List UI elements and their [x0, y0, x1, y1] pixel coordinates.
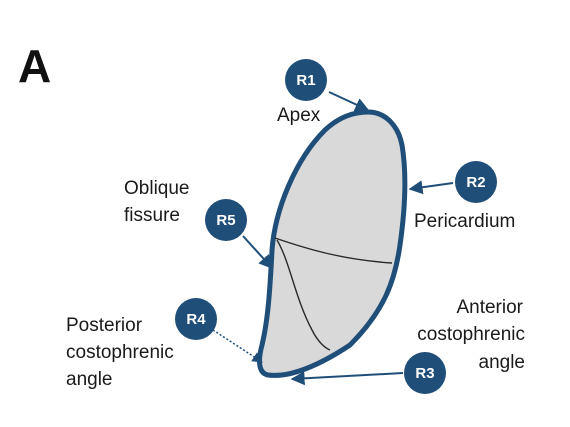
r3-badge-text: R3 — [415, 365, 434, 382]
r3-connector-arrow — [290, 371, 404, 386]
anterior-label-line-1: Anterior — [456, 297, 523, 318]
apex-label: Apex — [277, 105, 321, 126]
oblique-fissure-line — [276, 239, 331, 351]
r4-badge-text: R4 — [186, 311, 206, 328]
r1-badge-text: R1 — [296, 72, 315, 89]
anterior-label-line-2: costophrenic — [417, 324, 525, 345]
r5-badge-text: R5 — [216, 212, 235, 229]
r1-connector-arrow — [328, 91, 370, 112]
pericardium-label: Pericardium — [414, 211, 515, 232]
r4-connector-arrow — [212, 329, 263, 363]
horizontal-fissure-line — [274, 237, 393, 264]
oblique-label-line-2: fissure — [124, 205, 180, 226]
panel-letter: A — [18, 40, 51, 92]
r2-badge: R2 — [455, 161, 497, 203]
r2-connector-arrow — [408, 180, 454, 195]
posterior-label-line-3: angle — [66, 369, 113, 390]
r4-badge: R4 — [175, 298, 217, 340]
r5-badge: R5 — [205, 199, 247, 241]
posterior-label-line-2: costophrenic — [66, 342, 174, 363]
r3-badge: R3 — [404, 352, 446, 394]
r2-badge-text: R2 — [466, 174, 485, 191]
lung-outline — [257, 109, 408, 378]
anterior-label-line-3: angle — [479, 352, 526, 373]
oblique-label-line-1: Oblique — [124, 178, 190, 199]
r5-connector-arrow — [242, 235, 273, 270]
posterior-label-line-1: Posterior — [66, 315, 143, 336]
r1-badge: R1 — [285, 59, 327, 101]
